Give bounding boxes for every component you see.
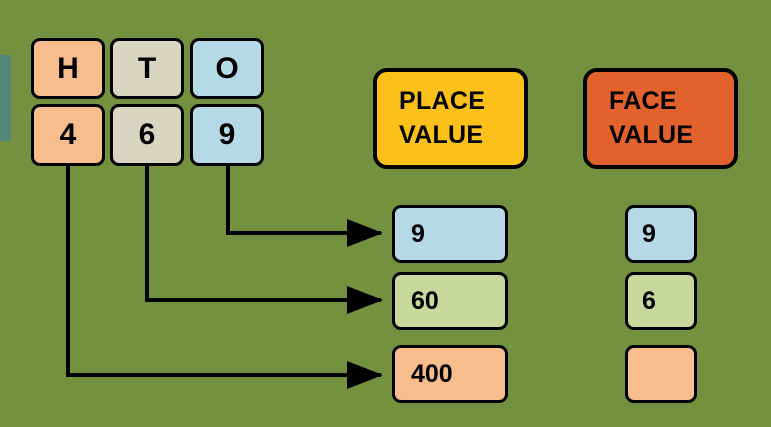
digit-cell-hundreds: 4 [31, 104, 105, 166]
place-value-title-line2: VALUE [399, 121, 484, 149]
connector-tens-to-place-value [145, 166, 383, 314]
face-value-title-line1: FACE [609, 87, 677, 115]
face-value-ones-label: 9 [642, 219, 656, 248]
place-value-box-hundreds: 400 [392, 345, 508, 403]
place-value-ones-label: 9 [411, 219, 425, 248]
place-value-box-ones: 9 [392, 205, 508, 263]
place-value-box-tens: 60 [392, 272, 508, 330]
connector-hundreds-to-place-value [66, 166, 383, 389]
place-value-hundreds-label: 400 [411, 359, 453, 388]
face-value-title-line2: VALUE [609, 121, 694, 149]
face-value-tens-label: 6 [642, 286, 656, 315]
digit-ones-label: 9 [218, 118, 236, 151]
face-value-box-tens: 6 [625, 272, 697, 330]
place-header-ones: O [190, 38, 264, 99]
place-value-tens-label: 60 [411, 286, 439, 315]
left-accent-strip [0, 55, 11, 141]
place-header-tens: T [110, 38, 184, 99]
face-value-title: FACE VALUE [583, 68, 738, 169]
face-value-box-ones: 9 [625, 205, 697, 263]
digit-tens-label: 6 [138, 118, 156, 151]
connector-ones-to-place-value [226, 166, 383, 247]
place-value-title: PLACE VALUE [373, 68, 528, 169]
digit-hundreds-label: 4 [59, 118, 77, 151]
digit-cell-ones: 9 [190, 104, 264, 166]
place-header-hundreds-label: H [57, 51, 79, 85]
face-value-box-hundreds-empty [625, 345, 697, 403]
place-header-ones-label: O [215, 51, 239, 85]
place-header-tens-label: T [137, 51, 157, 85]
digit-cell-tens: 6 [110, 104, 184, 166]
place-header-hundreds: H [31, 38, 105, 99]
place-value-title-line1: PLACE [399, 87, 486, 115]
